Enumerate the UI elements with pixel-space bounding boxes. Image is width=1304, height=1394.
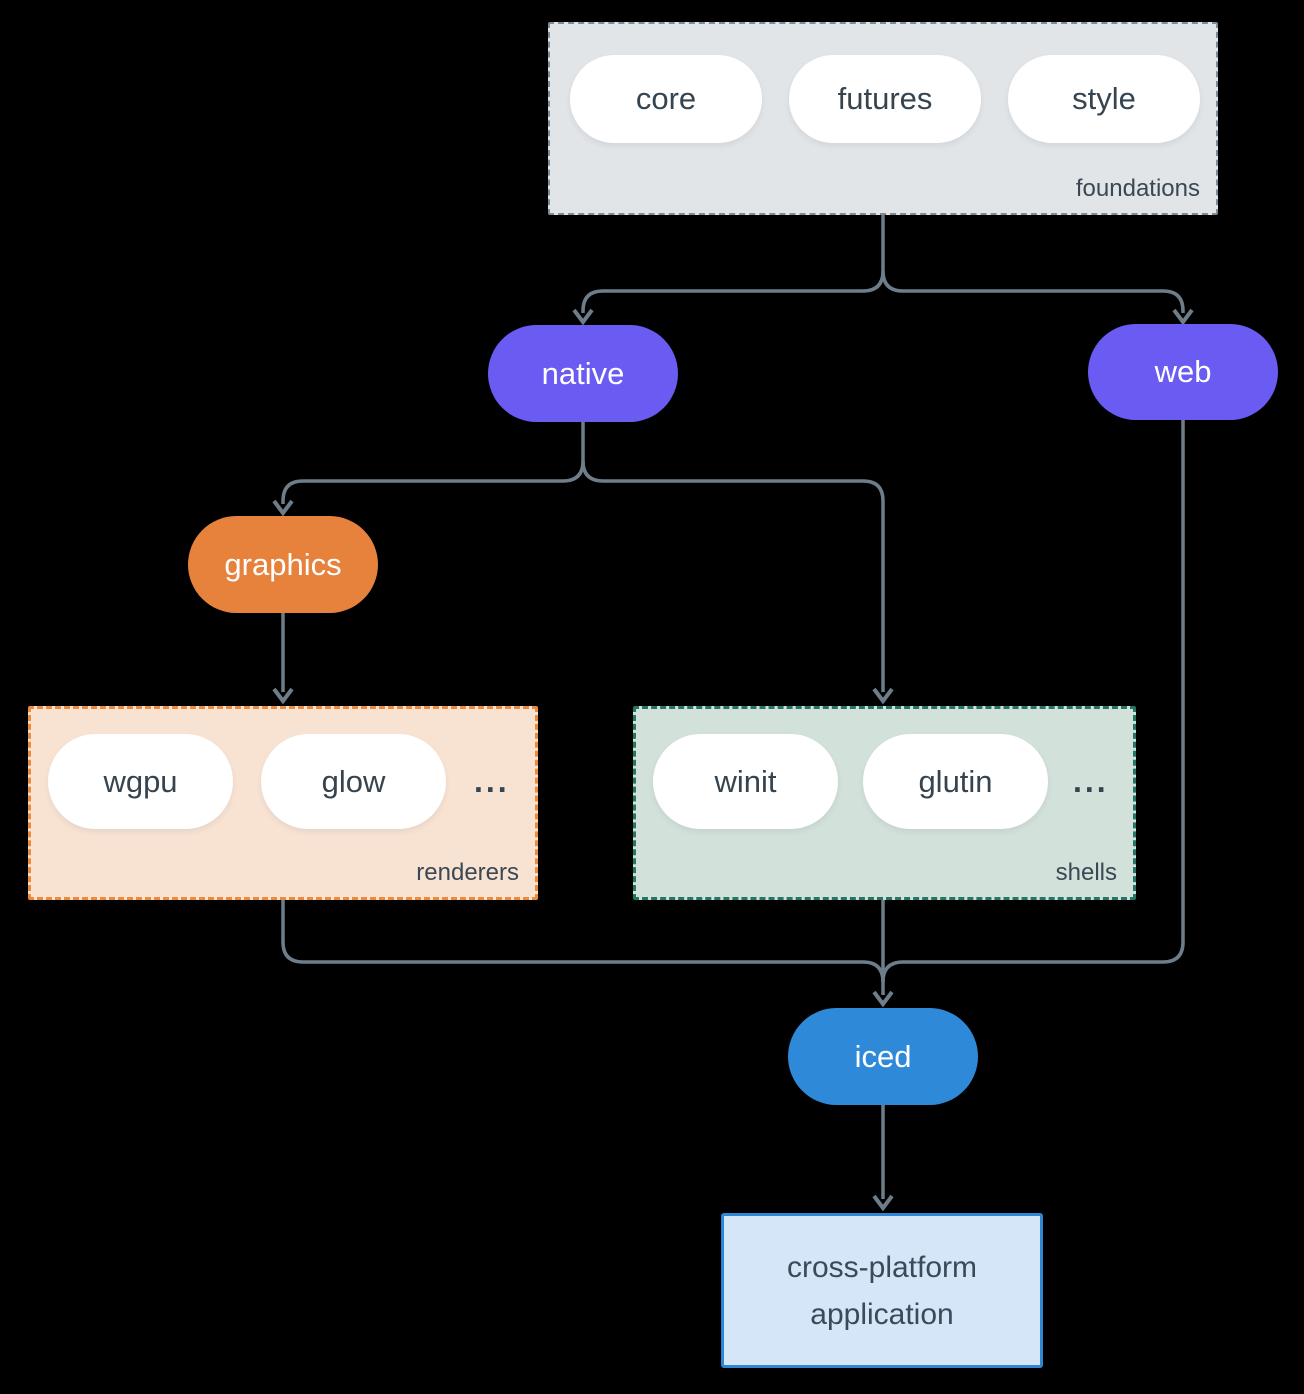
arrowhead-iced (872, 990, 894, 1008)
node-native: native (488, 325, 678, 422)
renderers-ellipsis: ... (474, 763, 510, 799)
foundations-label: foundations (1075, 175, 1200, 202)
group-shells: winit glutin ... shells (633, 706, 1136, 900)
node-web: web (1088, 324, 1278, 420)
foundations-pill-row: core futures style (570, 55, 1200, 143)
edge-foundations-web (881, 270, 1185, 313)
node-glow: glow (261, 734, 446, 829)
group-renderers: wgpu glow ... renderers (28, 706, 538, 900)
edge-native-graphics (281, 422, 585, 504)
shells-pill-row: winit glutin ... (653, 734, 1109, 829)
renderers-pill-row: wgpu glow ... (48, 734, 510, 829)
node-iced: iced (788, 1008, 978, 1105)
node-futures: futures (789, 55, 981, 143)
shells-ellipsis: ... (1073, 763, 1109, 799)
edge-foundations-native (581, 215, 885, 313)
renderers-label: renderers (416, 859, 519, 886)
arrowhead-native (572, 308, 594, 326)
group-foundations: core futures style foundations (548, 22, 1218, 215)
node-core: core (570, 55, 762, 143)
node-cross-platform-application: cross-platform application (721, 1213, 1043, 1368)
node-wgpu: wgpu (48, 734, 233, 829)
edge-native-shells (581, 460, 885, 692)
node-winit: winit (653, 734, 838, 829)
edge-web-iced (881, 420, 1185, 983)
shells-label: shells (1055, 859, 1117, 886)
arrowhead-application (872, 1194, 894, 1212)
arrowhead-web (1172, 308, 1194, 326)
node-graphics: graphics (188, 516, 378, 613)
arrowhead-renderers (272, 687, 294, 705)
app-box-line1: cross-platform (786, 1250, 978, 1284)
node-glutin: glutin (863, 734, 1048, 829)
edge-renderers-iced (281, 900, 885, 983)
app-box-line2: application (810, 1297, 954, 1331)
arrowhead-shells (872, 687, 894, 705)
node-style: style (1008, 55, 1200, 143)
arrowhead-graphics (272, 499, 294, 517)
